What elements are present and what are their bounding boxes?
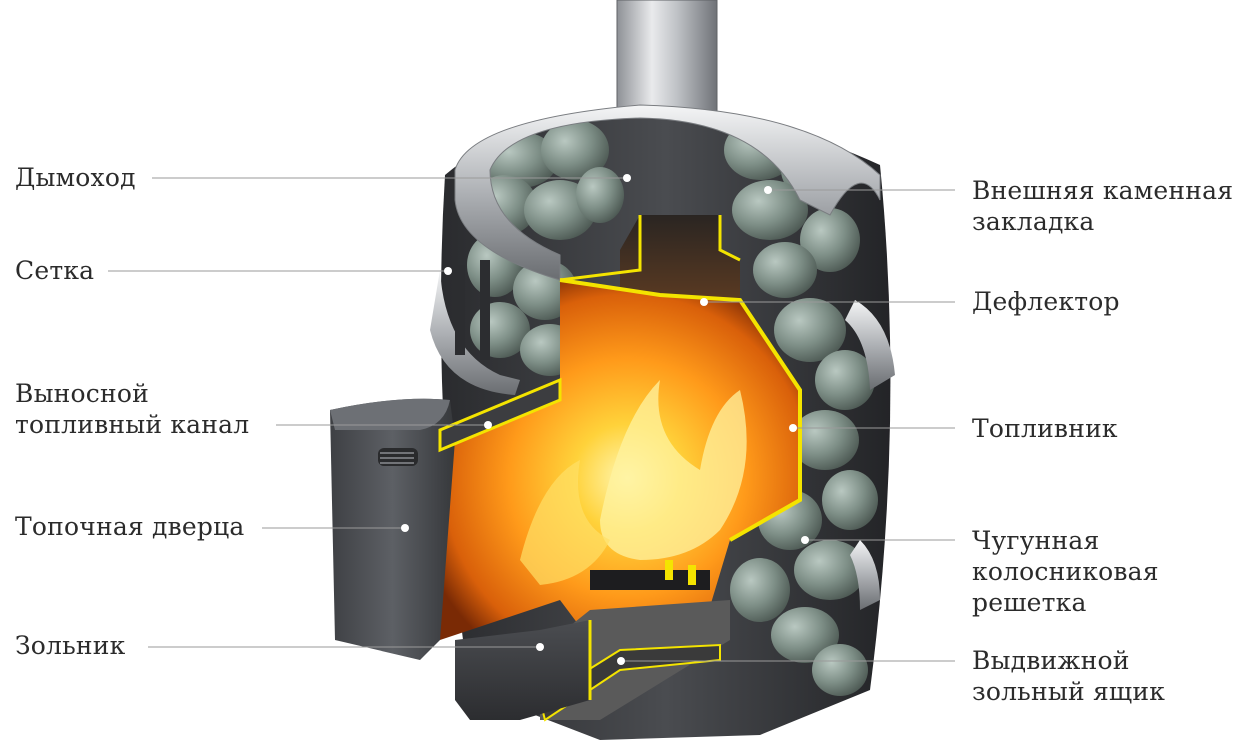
- label-deflector: Дефлектор: [972, 286, 1120, 317]
- label-outer-stones: Внешняя каменная закладка: [972, 175, 1233, 237]
- label-firebox: Топливник: [972, 413, 1118, 444]
- label-fuel-channel: Выносной топливный канал: [15, 378, 249, 440]
- label-chimney: Дымоход: [15, 162, 136, 193]
- label-ash-pit: Зольник: [15, 630, 125, 661]
- label-ash-drawer: Выдвижной зольный ящик: [972, 645, 1165, 707]
- label-mesh: Сетка: [15, 255, 94, 286]
- label-firebox-door: Топочная дверца: [15, 511, 245, 542]
- label-grate: Чугунная колосниковая решетка: [972, 525, 1159, 618]
